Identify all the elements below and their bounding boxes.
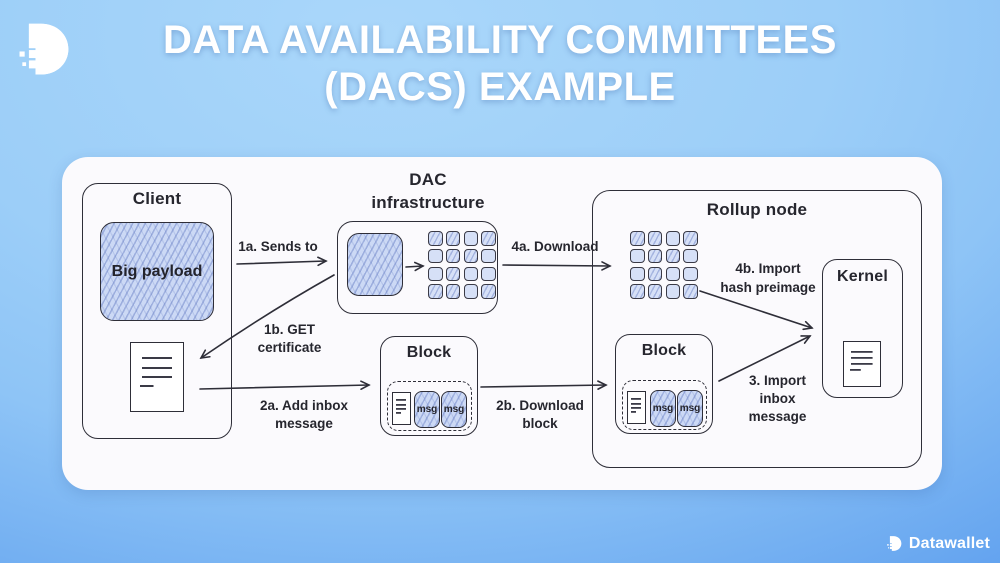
page-title-line2: (DACS) EXAMPLE: [324, 65, 676, 109]
page-title-line1: DATA AVAILABILITY COMMITTEES: [163, 18, 837, 62]
dac-chunks-grid-icon: [428, 231, 496, 299]
rollup-block-title: Block: [641, 342, 687, 359]
label-2a: 2a. Add inbox message: [259, 398, 348, 431]
dac-title-line1: DAC: [409, 170, 447, 189]
client-document-icon: [130, 342, 184, 412]
label-3: 3. Import inbox message: [748, 373, 807, 424]
label-2b: 2b. Download block: [496, 398, 584, 431]
footer-brand-name: Datawallet: [908, 535, 990, 552]
big-payload-box: Big payload: [100, 222, 214, 321]
rollup-inbox-dashed-box: [622, 380, 707, 430]
label-1a: 1a. Sends to: [238, 239, 318, 254]
label-1b: 1b. GET certificate: [257, 322, 322, 355]
mid-msg-chip-2: msg: [441, 391, 467, 428]
label-4b: 4b. Import hash preimage: [720, 261, 816, 295]
datawallet-logo-icon: [19, 23, 69, 75]
rollup-chunks-grid-icon: [630, 231, 698, 299]
rollup-node-title: Rollup node: [706, 200, 808, 219]
dac-payload-icon: [347, 233, 403, 296]
label-4a: 4a. Download: [511, 239, 599, 254]
kernel-title: Kernel: [837, 268, 888, 285]
mid-block-title: Block: [406, 344, 452, 361]
datawallet-brand-icon: [887, 536, 902, 551]
rollup-block-document-icon: [627, 391, 646, 424]
client-title: Client: [132, 189, 182, 208]
page-title: DATA AVAILABILITY COMMITTEES (DACS) EXAM…: [0, 17, 1000, 111]
kernel-document-icon: [843, 341, 881, 387]
rollup-msg-chip-2: msg: [677, 390, 703, 427]
dac-title: DAC infrastructure: [358, 168, 498, 214]
mid-msg-chip-1: msg: [414, 391, 440, 428]
mid-block-document-icon: [392, 392, 411, 425]
mid-inbox-dashed-box: [387, 381, 472, 431]
rollup-msg-chip-1: msg: [650, 390, 676, 427]
footer-brand: Datawallet: [885, 535, 990, 553]
dac-title-line2: infrastructure: [371, 193, 485, 212]
